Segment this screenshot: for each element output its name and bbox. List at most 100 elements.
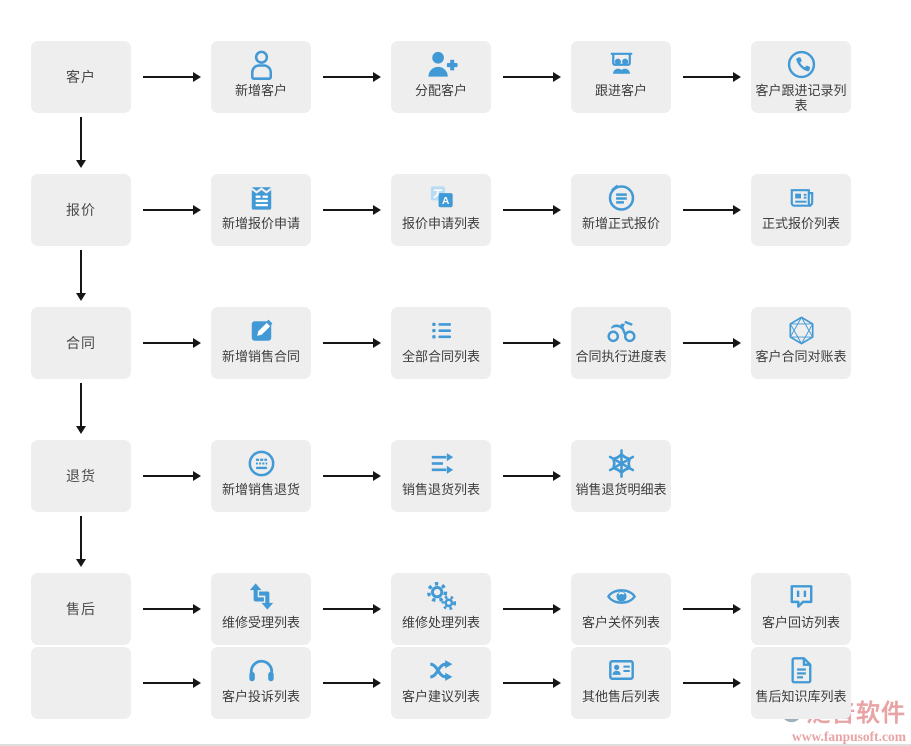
svg-text:A: A xyxy=(442,196,450,207)
flow-arrow-right xyxy=(143,71,201,82)
flow-node-label: 客户合同对账表 xyxy=(755,349,847,364)
flow-arrow-right xyxy=(323,603,381,614)
flow-node[interactable]: 维修受理列表 xyxy=(211,573,311,645)
flow-node[interactable]: 客户回访列表 xyxy=(751,573,851,645)
flow-arrow-right xyxy=(143,677,201,688)
flow-node[interactable]: 客户投诉列表 xyxy=(211,647,311,719)
motorcycle-icon xyxy=(604,311,639,349)
flow-arrow-right xyxy=(143,337,201,348)
flow-arrow-right xyxy=(323,677,381,688)
flow-arrow-right xyxy=(683,71,741,82)
flow-node-label: 分配客户 xyxy=(414,83,467,98)
bullet-list-icon xyxy=(424,311,459,349)
flow-node[interactable]: 跟进客户 xyxy=(571,41,671,113)
phone-circle-icon xyxy=(784,45,819,83)
newspaper-icon xyxy=(784,178,819,216)
id-card-icon xyxy=(604,651,639,689)
flow-stage-label: 客户 xyxy=(66,69,96,85)
user-outline-icon xyxy=(244,45,279,83)
flow-arrow-right xyxy=(683,204,741,215)
flow-stage-box: 合同 xyxy=(31,307,131,379)
flow-node[interactable]: 分配客户 xyxy=(391,41,491,113)
eye-icon xyxy=(604,577,639,615)
headphones-icon xyxy=(244,651,279,689)
flow-node[interactable]: 售后知识库列表 xyxy=(751,647,851,719)
flow-arrow-right xyxy=(503,603,561,614)
flow-node[interactable]: 销售退货列表 xyxy=(391,440,491,512)
flow-arrow-down xyxy=(76,117,86,168)
flow-stage-box: 售后 xyxy=(31,573,131,645)
flow-node[interactable]: 客户跟进记录列表 xyxy=(751,41,851,113)
flow-node[interactable]: 新增销售合同 xyxy=(211,307,311,379)
clipboard-list-icon xyxy=(244,178,279,216)
circle-lines-icon xyxy=(604,178,639,216)
flow-arrow-down xyxy=(76,516,86,567)
chat-bubble-icon xyxy=(784,577,819,615)
circle-keyboard-icon xyxy=(244,444,279,482)
flow-node-label: 新增客户 xyxy=(234,83,287,98)
flow-node[interactable]: 新增正式报价 xyxy=(571,174,671,246)
flow-node[interactable]: 客户关怀列表 xyxy=(571,573,671,645)
flow-stage-label: 退货 xyxy=(66,468,96,484)
flow-node[interactable]: 客户建议列表 xyxy=(391,647,491,719)
edit-square-icon xyxy=(244,311,279,349)
flow-node[interactable]: 维修处理列表 xyxy=(391,573,491,645)
flow-node[interactable]: 新增报价申请 xyxy=(211,174,311,246)
flow-node[interactable]: 新增客户 xyxy=(211,41,311,113)
flow-node-label: 跟进客户 xyxy=(594,83,647,98)
flow-node[interactable]: 客户合同对账表 xyxy=(751,307,851,379)
flow-arrow-right xyxy=(683,677,741,688)
translate-icon: A xyxy=(424,178,459,216)
flow-node[interactable]: A 报价申请列表 xyxy=(391,174,491,246)
lines-arrow-icon xyxy=(424,444,459,482)
flow-arrow-right xyxy=(503,204,561,215)
flow-node-label: 销售退货列表 xyxy=(401,482,480,497)
flow-node-label: 全部合同列表 xyxy=(401,349,480,364)
flow-node-label: 新增销售退货 xyxy=(221,482,300,497)
shuffle-icon xyxy=(424,651,459,689)
flow-node-label: 客户跟进记录列表 xyxy=(755,83,847,113)
flow-node-label: 合同执行进度表 xyxy=(575,349,667,364)
watermark-url: www.fanpusoft.com xyxy=(791,728,906,744)
flow-node-label: 正式报价列表 xyxy=(761,216,840,231)
flow-node-label: 新增正式报价 xyxy=(581,216,660,231)
flow-node-label: 客户建议列表 xyxy=(401,689,480,704)
bottom-divider xyxy=(0,744,911,746)
flow-arrow-right xyxy=(323,204,381,215)
flow-arrow-right xyxy=(323,470,381,481)
flow-arrow-down xyxy=(76,250,86,301)
flow-arrow-down xyxy=(76,383,86,434)
flow-stage-box: 报价 xyxy=(31,174,131,246)
repeat-arrows-icon xyxy=(244,577,279,615)
flow-node[interactable]: 新增销售退货 xyxy=(211,440,311,512)
flow-arrow-right xyxy=(143,204,201,215)
flow-node[interactable]: 全部合同列表 xyxy=(391,307,491,379)
flow-stage-label: 合同 xyxy=(66,335,96,351)
hexagon-wireframe-icon xyxy=(784,311,819,349)
flow-arrow-right xyxy=(683,603,741,614)
gears-icon xyxy=(424,577,459,615)
flow-arrow-right xyxy=(683,337,741,348)
flow-node[interactable]: 销售退货明细表 xyxy=(571,440,671,512)
flow-node[interactable]: 合同执行进度表 xyxy=(571,307,671,379)
flow-node-label: 其他售后列表 xyxy=(581,689,660,704)
flow-node[interactable]: 正式报价列表 xyxy=(751,174,851,246)
flow-stage-label: 报价 xyxy=(66,202,96,218)
flow-node-label: 报价申请列表 xyxy=(401,216,480,231)
flow-stage-box xyxy=(31,647,131,719)
flow-arrow-right xyxy=(503,337,561,348)
flow-arrow-right xyxy=(503,470,561,481)
flow-node-label: 新增销售合同 xyxy=(221,349,300,364)
flow-arrow-right xyxy=(143,470,201,481)
flow-arrow-right xyxy=(323,71,381,82)
document-icon xyxy=(784,651,819,689)
flow-stage-label: 售后 xyxy=(66,601,96,617)
snowflake-icon xyxy=(604,444,639,482)
flow-node-label: 客户回访列表 xyxy=(761,615,840,630)
flow-node-label: 客户关怀列表 xyxy=(581,615,660,630)
flow-arrow-right xyxy=(503,71,561,82)
flow-arrow-right xyxy=(323,337,381,348)
flow-node[interactable]: 其他售后列表 xyxy=(571,647,671,719)
flow-arrow-right xyxy=(503,677,561,688)
